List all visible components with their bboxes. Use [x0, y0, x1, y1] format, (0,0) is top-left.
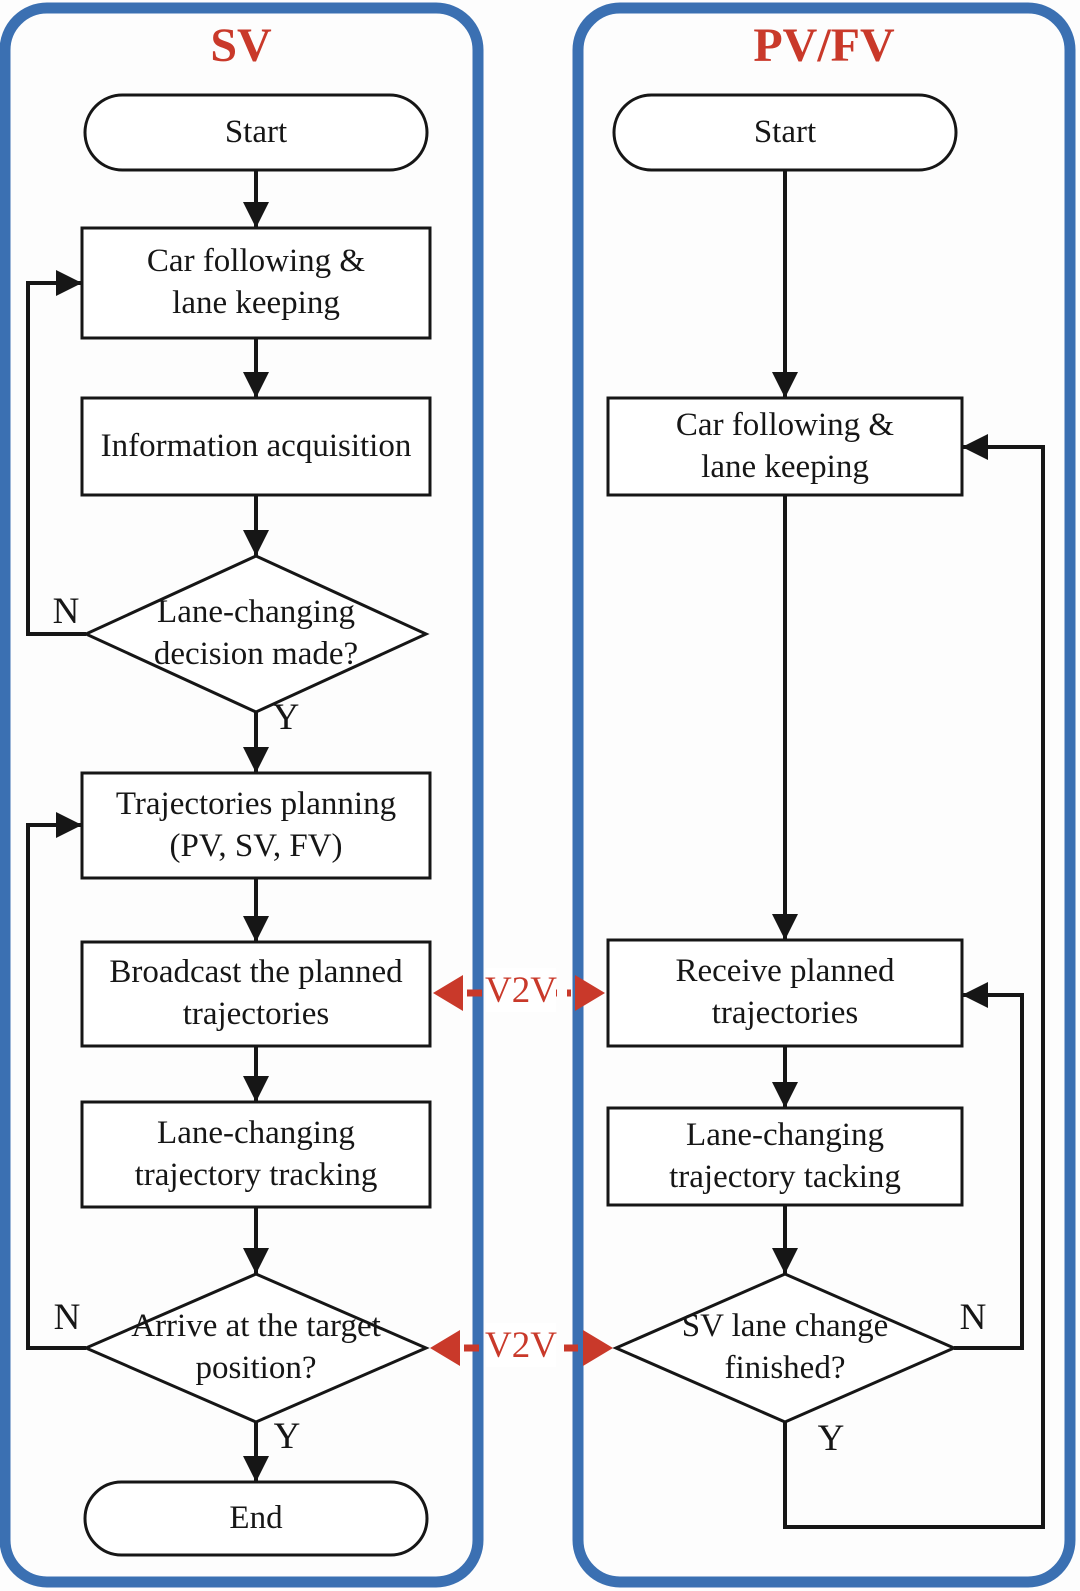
pvfv-decision-shape: [612, 1272, 958, 1424]
sv-tracking-label: Lane-changing trajectory tracking: [134, 1114, 378, 1193]
pvfv-decision-label: SV lane change finished?: [681, 1308, 889, 1386]
sv-decision2-shape: [82, 1272, 430, 1424]
v2v-bottom-right-arrowhead-icon: [583, 1330, 613, 1366]
sv-decision1-no-loop: [26, 270, 86, 636]
sv-decision2-no-label: N: [53, 1296, 81, 1338]
sv-broadcast-label: Broadcast the planned trajectories: [109, 954, 403, 1032]
sv-panel-title: SV: [210, 18, 272, 72]
pvfv-panel-border: [572, 2, 1076, 1588]
sv-plan-shape: [80, 771, 432, 880]
sv-carfollow-shape: [80, 226, 432, 340]
sv-decision1-no-label: N: [52, 590, 80, 632]
sv-start-shape: [83, 93, 429, 172]
sv-decision1-yes-label: Y: [272, 696, 300, 738]
pvfv-panel-title: PV/FV: [753, 18, 895, 72]
sv-decision2-label: Arrive at the target position?: [131, 1308, 381, 1386]
v2v-top-right-arrowhead-icon: [575, 975, 605, 1011]
v2v-links: [430, 975, 613, 1366]
sv-info-shape: [80, 396, 432, 497]
v2v-bottom-label: V2V: [485, 1323, 557, 1367]
sv-decision1-label: Lane-changing decision made?: [153, 594, 359, 672]
pvfv-carfollow-shape: [606, 396, 964, 497]
pvfv-decision-yes-loop: [783, 434, 1045, 1529]
sv-decision1-shape: [82, 554, 430, 714]
v2v-top-left-arrowhead-icon: [433, 975, 463, 1011]
sv-decision2-yes-label: Y: [273, 1415, 301, 1457]
pvfv-tacking-shape: [606, 1106, 964, 1207]
pvfv-receive-label: Receive planned trajectories: [675, 953, 895, 1031]
sv-info-label: Information acquisition: [100, 427, 412, 464]
pvfv-decision-yes-label: Y: [817, 1417, 845, 1459]
pvfv-start-shape: [612, 93, 958, 172]
pvfv-receive-shape: [606, 938, 964, 1048]
node-shapes: [80, 93, 964, 1557]
sv-start-label: Start: [224, 113, 288, 150]
sv-broadcast-shape: [80, 940, 432, 1048]
sv-decision2-no-loop: [26, 812, 86, 1350]
sv-tracking-shape: [80, 1100, 432, 1209]
pvfv-tacking-label: Lane-changing trajectory tacking: [669, 1116, 901, 1195]
pvfv-carfollow-label: Car following & lane keeping: [675, 406, 895, 485]
v2v-top-label: V2V: [485, 968, 557, 1012]
flow-connectors: [26, 170, 1045, 1529]
pvfv-start-label: Start: [753, 113, 817, 150]
sv-carfollow-label: Car following & lane keeping: [146, 243, 366, 321]
v2v-bottom-left-arrowhead-icon: [430, 1330, 460, 1366]
sv-end-shape: [83, 1480, 429, 1557]
sv-plan-label: Trajectories planning (PV, SV, FV): [115, 785, 397, 864]
sv-end-label: End: [229, 1499, 283, 1536]
sv-panel-border: [0, 2, 484, 1588]
pvfv-decision-no-loop: [954, 982, 1024, 1350]
pvfv-decision-no-label: N: [959, 1296, 987, 1338]
